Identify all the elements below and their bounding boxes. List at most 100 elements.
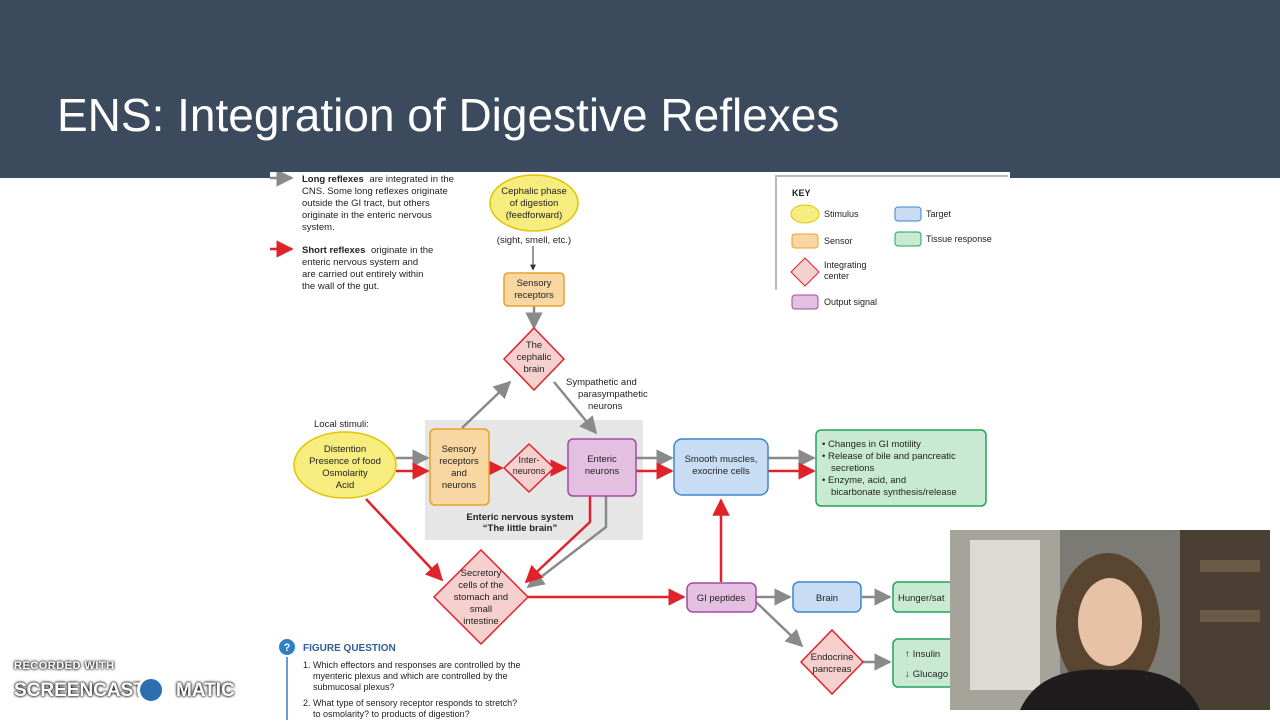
response-item: bicarbonate synthesis/release [831, 487, 957, 498]
sympathetic-label: neurons [588, 401, 623, 412]
key-tissue: Tissue response [926, 234, 992, 244]
brand-left-text: SCREENCAST [14, 680, 145, 701]
key-integrating: Integrating [824, 260, 867, 270]
tissue-response-node [815, 429, 987, 507]
integrating-swatch [790, 257, 820, 287]
sensory-receptors-text: receptors [514, 290, 554, 301]
sensory-receptors-neurons-node [429, 428, 490, 506]
smooth-muscles-text: Smooth muscles, [685, 454, 758, 465]
sympathetic-label: parasympathetic [578, 389, 648, 400]
sensory-neurons-text: neurons [442, 480, 477, 491]
brain-text: Brain [816, 593, 838, 604]
sympathetic-label: Sympathetic and [566, 377, 637, 388]
key-integrating: center [824, 271, 849, 281]
question-line: 2. What type of sensory receptor respond… [303, 698, 517, 708]
reflex-diagram: Long reflexes are integrated in the CNS.… [270, 169, 1010, 720]
long-reflex-title: Long reflexes [302, 174, 364, 185]
endocrine-text: pancreas [812, 664, 851, 675]
local-stimuli-text: Presence of food [309, 456, 381, 467]
sensory-receptors-text: Sensory [517, 278, 552, 289]
brand-right-text: MATIC [176, 680, 235, 701]
secretory-text: cells of the [458, 580, 503, 591]
local-stimuli-text: Osmolarity [322, 468, 368, 479]
cephalic-phase-text: of digestion [510, 198, 559, 209]
up-arrow-icon: ↑ [905, 649, 910, 660]
question-line: submucosal plexus? [313, 682, 395, 692]
key-box: KEY Stimulus Sensor Integrating center O… [775, 175, 1008, 310]
key-stimulus: Stimulus [824, 209, 859, 219]
secretory-cells-node [432, 548, 530, 646]
sensory-receptors-node [503, 272, 565, 307]
long-reflex-line: system. [302, 222, 335, 233]
recorded-with-text: RECORDED WITH [14, 660, 115, 672]
response-item: Enzyme, acid, and [828, 475, 906, 486]
presenter-webcam [950, 530, 1270, 710]
target-swatch [894, 206, 922, 222]
short-reflex-line: the wall of the gut. [302, 281, 379, 292]
down-arrow-icon: ↓ [905, 669, 910, 680]
local-stimuli-text: Distention [324, 444, 366, 455]
local-stimuli-text: Acid [336, 480, 354, 491]
enteric-neurons-text: neurons [585, 466, 620, 477]
short-reflex-line: originate in the [371, 245, 433, 256]
screencast-watermark: RECORDED WITH SCREENCAST MATIC [14, 660, 235, 704]
cephalic-phase-node [489, 174, 579, 232]
short-reflex-title: Short reflexes [302, 245, 365, 256]
svg-text:• Enzyme, acid, and: • Enzyme, acid, and [822, 475, 906, 486]
ens-label: Enteric nervous system [466, 512, 573, 523]
long-reflex-line: are integrated in the [369, 174, 454, 185]
long-reflex-line: originate in the enteric nervous [302, 210, 432, 221]
enteric-neurons-node [567, 438, 637, 497]
smooth-muscles-node [673, 438, 769, 496]
key-output: Output signal [824, 297, 877, 307]
local-stimuli-node [293, 431, 397, 499]
svg-text:Short reflexes originate: Short reflexes originate in the [302, 245, 433, 256]
response-item: secretions [831, 463, 875, 474]
cephalic-phase-text: (feedforward) [506, 210, 563, 221]
short-reflex-line: enteric nervous system and [302, 257, 418, 268]
interneurons-node [502, 442, 556, 494]
slide-title: ENS: Integration of Digestive Reflexes [57, 89, 840, 141]
question-icon [279, 639, 295, 655]
secretory-text: intestine [463, 616, 498, 627]
interneurons-text: Inter- [518, 455, 539, 465]
interneurons-text: neurons [513, 466, 546, 476]
secretory-text: small [470, 604, 492, 615]
smooth-muscles-text: exocrine cells [692, 466, 750, 477]
gi-peptides-node [686, 582, 757, 613]
hunger-text: Hunger/sat [898, 593, 945, 604]
key-sensor: Sensor [824, 236, 853, 246]
key-target: Target [926, 209, 952, 219]
webcam-frame [950, 530, 1270, 710]
sensory-neurons-text: and [451, 468, 467, 479]
cephalic-brain-text: cephalic [517, 352, 552, 363]
local-stimuli-label: Local stimuli: [314, 419, 369, 430]
figure-question-title: FIGURE QUESTION [303, 643, 396, 654]
cephalic-brain-text: brain [523, 364, 544, 375]
svg-text:↑Insulin: ↑Insulin [905, 649, 940, 660]
reflex-legend: Long reflexes are integrated in the CNS.… [270, 169, 454, 292]
sensory-neurons-text: Sensory [442, 444, 477, 455]
svg-text:• Release of bile and pancreat: • Release of bile and pancreatic [822, 451, 956, 462]
cephalic-note: (sight, smell, etc.) [497, 235, 571, 246]
tissue-swatch [894, 231, 922, 247]
cephalic-brain-node [502, 326, 566, 392]
secretory-text: stomach and [454, 592, 508, 603]
sensory-neurons-text: receptors [439, 456, 479, 467]
figure-question: ? FIGURE QUESTION 1. Which effectors and… [279, 639, 520, 720]
response-item: Changes in GI motility [828, 439, 921, 450]
cephalic-phase-text: Cephalic phase [501, 186, 567, 197]
question-icon-glyph: ? [284, 642, 291, 654]
glucagon-text: Glucago [913, 669, 948, 680]
output-swatch [791, 294, 819, 310]
stimulus-swatch [790, 204, 820, 224]
svg-text:↓Glucago: ↓Glucago [905, 669, 948, 680]
insulin-text: Insulin [913, 649, 940, 660]
key-title: KEY [792, 188, 811, 198]
question-line: 1. Which effectors and responses are con… [303, 660, 520, 670]
slide-header [0, 0, 1280, 178]
endocrine-text: Endocrine [811, 652, 854, 663]
cephalic-brain-text: The [526, 340, 542, 351]
endocrine-pancreas-node [799, 628, 865, 696]
long-reflex-line: outside the GI tract, but others [302, 198, 430, 209]
